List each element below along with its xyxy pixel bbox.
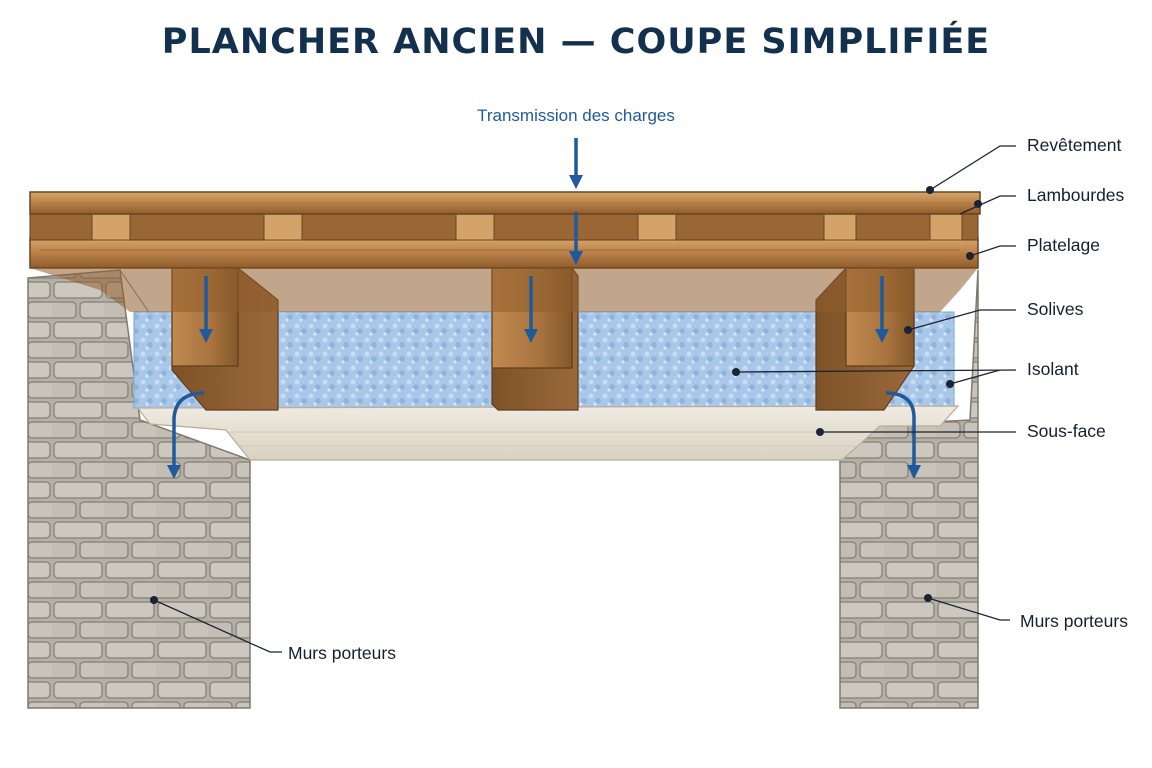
load-arrow-wall-left: [167, 391, 205, 479]
label-revetement: Revêtement: [1027, 135, 1122, 155]
label-platelage: Platelage: [1027, 235, 1100, 255]
load-arrows: [167, 138, 921, 479]
label-solives: Solives: [1027, 299, 1084, 319]
diagram-title: PLANCHER ANCIEN — COUPE SIMPLIFIÉE: [161, 22, 991, 62]
decking-layer: [29, 237, 979, 312]
label-isolant: Isolant: [1027, 359, 1079, 379]
sleepers: [29, 211, 979, 241]
load-transmission-label: Transmission des charges: [477, 106, 675, 125]
floor-covering: [29, 191, 981, 215]
label-sous-face: Sous-face: [1027, 421, 1106, 441]
leader-dots: [150, 186, 982, 604]
label-lambourdes: Lambourdes: [1027, 185, 1125, 205]
label-murs-porteurs-left: Murs porteurs: [288, 643, 396, 663]
load-arrow-wall-right: [885, 391, 921, 479]
label-murs-porteurs-right: Murs porteurs: [1020, 611, 1128, 631]
underside-board: [136, 405, 960, 461]
leader-lines: [153, 145, 1017, 653]
